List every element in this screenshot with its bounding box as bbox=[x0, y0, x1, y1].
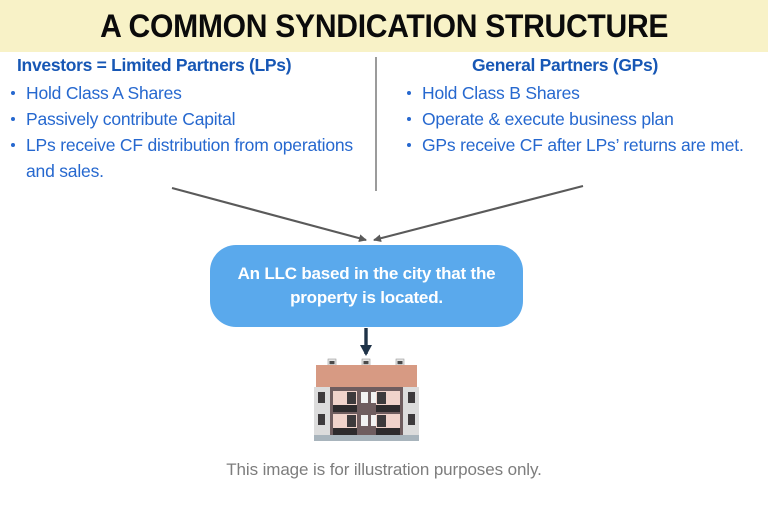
column-divider bbox=[375, 57, 377, 191]
list-item: GPs receive CF after LPs’ returns are me… bbox=[404, 132, 760, 158]
building-base bbox=[314, 435, 419, 441]
limited-partners-heading: Investors = Limited Partners (LPs) bbox=[17, 55, 292, 75]
bullet-dot-icon bbox=[11, 91, 15, 95]
list-item: Operate & execute business plan bbox=[404, 106, 760, 132]
bullet-dot-icon bbox=[407, 117, 411, 121]
llc-callout-text: An LLC based in the city that the proper… bbox=[237, 264, 496, 307]
llc-callout-box: An LLC based in the city that the proper… bbox=[210, 245, 523, 327]
list-item-label: GPs receive CF after LPs’ returns are me… bbox=[422, 135, 744, 155]
general-partners-heading: General Partners (GPs) bbox=[472, 55, 658, 75]
two-column-section: Investors = Limited Partners (LPs) Hold … bbox=[0, 55, 768, 195]
roof bbox=[316, 365, 417, 387]
bullet-dot-icon bbox=[11, 117, 15, 121]
list-item-label: Operate & execute business plan bbox=[422, 109, 674, 129]
list-item-label: Hold Class A Shares bbox=[26, 83, 182, 103]
bullet-dot-icon bbox=[11, 143, 15, 147]
bullet-dot-icon bbox=[407, 91, 411, 95]
list-item: LPs receive CF distribution from operati… bbox=[8, 132, 368, 184]
list-item-label: Hold Class B Shares bbox=[422, 83, 580, 103]
general-partners-bullet-list: Hold Class B Shares Operate & execute bu… bbox=[404, 80, 760, 158]
page-title: A COMMON SYNDICATION STRUCTURE bbox=[99, 7, 669, 44]
list-item: Passively contribute Capital bbox=[8, 106, 368, 132]
title-banner: A COMMON SYNDICATION STRUCTURE bbox=[0, 0, 768, 52]
lower-floor bbox=[333, 414, 400, 435]
upper-floor bbox=[333, 391, 400, 412]
lp-to-llc-arrow bbox=[171, 186, 367, 242]
list-item: Hold Class A Shares bbox=[8, 80, 368, 106]
list-item-label: Passively contribute Capital bbox=[26, 109, 236, 129]
limited-partners-column: Investors = Limited Partners (LPs) Hold … bbox=[8, 55, 368, 184]
list-item-label: LPs receive CF distribution from operati… bbox=[26, 135, 353, 181]
bullet-dot-icon bbox=[407, 143, 411, 147]
illustration-caption: This image is for illustration purposes … bbox=[226, 460, 542, 479]
apartment-building-illustration bbox=[314, 358, 419, 441]
general-partners-column: General Partners (GPs) Hold Class B Shar… bbox=[404, 55, 760, 158]
list-item: Hold Class B Shares bbox=[404, 80, 760, 106]
limited-partners-bullet-list: Hold Class A Shares Passively contribute… bbox=[8, 80, 368, 184]
